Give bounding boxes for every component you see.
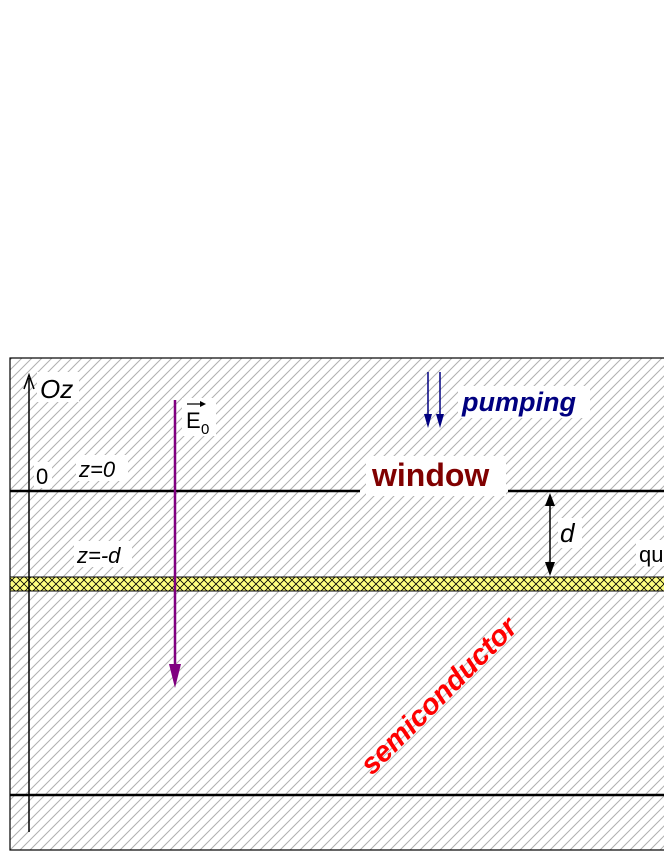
window-label: window [371,457,489,493]
pumping-arrow-1-head [424,414,432,428]
axis-label: Oz [40,374,73,404]
thickness-label-bg [558,518,582,548]
quantum-label: qu [639,542,663,567]
thickness-arrow-bottom [545,562,555,576]
field-subscript: 0 [201,421,209,438]
z-bottom-label-bg [74,541,132,567]
thickness-label: d [560,518,576,548]
pumping-arrow-2-head [436,414,444,428]
field-label: E [186,408,201,433]
quantum-label-bg [636,540,664,566]
field-vector-head [200,401,206,407]
z-bottom-label: z=-d [76,543,121,568]
origin-label: 0 [36,464,48,489]
diagram-frame [9,357,664,851]
z-top-label: z=0 [78,457,116,482]
field-arrow-head [169,664,181,688]
origin-label-bg [34,462,52,488]
z-top-label-bg [76,455,128,481]
quantum-layer [9,576,664,592]
window-label-bg [366,456,506,496]
thickness-arrow-top [545,493,555,506]
axis-label-bg [37,372,79,402]
pumping-label-bg [458,386,590,418]
pumping-label: pumping [461,387,576,417]
oz-axis-arrowhead [23,372,35,390]
